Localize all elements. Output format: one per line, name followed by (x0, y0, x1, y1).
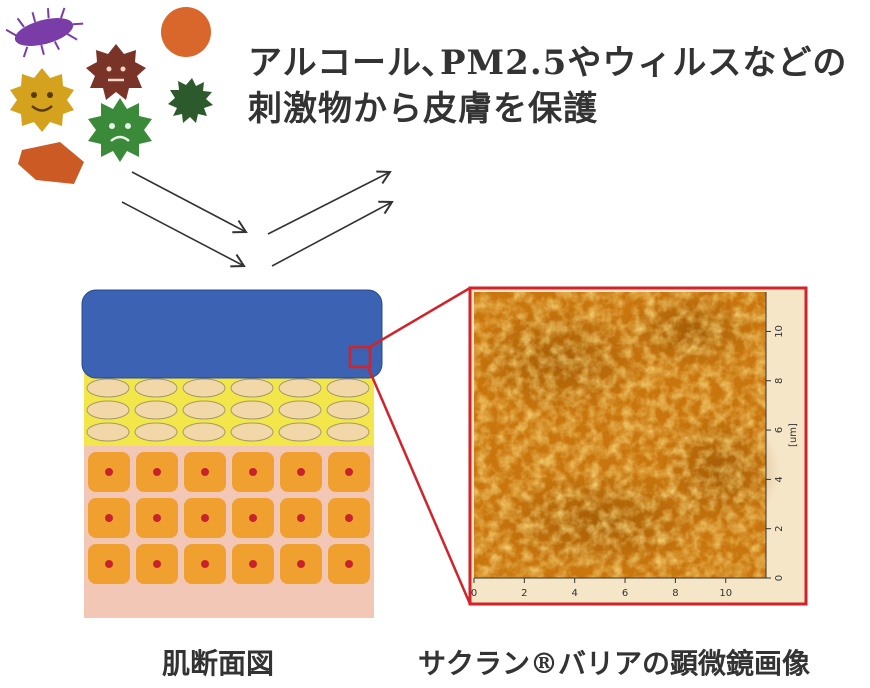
cell-nucleus (105, 468, 113, 476)
pink-base-layer (84, 446, 374, 618)
flat-cell (182, 400, 226, 420)
micrograph: 0 2 4 6 8 10 0 2 4 6 8 10 [um] (468, 286, 808, 606)
flat-cell (134, 400, 178, 420)
y-tick-label: 2 (774, 526, 785, 532)
heading: アルコール､PM2.5やウィルスなどの 刺激物から皮膚を保護 (248, 40, 848, 132)
orange-particle-icon (161, 7, 211, 57)
cell-nucleus (153, 468, 161, 476)
cell-nucleus (201, 560, 209, 568)
dark-green-particle-icon (168, 78, 213, 123)
brown-germ-icon (86, 44, 146, 100)
flat-cell (326, 400, 370, 420)
y-tick-label: 10 (774, 325, 785, 338)
sacran-barrier-layer (81, 289, 383, 379)
cell-nucleus (249, 468, 257, 476)
micrograph-frame (468, 286, 808, 606)
x-axis-ticks: 0 2 4 6 8 10 (471, 578, 732, 599)
zoom-line-top (367, 286, 471, 350)
orange-crystal-icon (18, 142, 84, 184)
incoming-arrow-2 (121, 201, 246, 268)
green-germ-icon (88, 98, 152, 162)
cell-nucleus (153, 514, 161, 522)
flat-cell (230, 400, 274, 420)
flat-cell (326, 422, 370, 442)
reflected-arrow-2 (271, 200, 394, 267)
flat-cell (278, 400, 322, 420)
x-tick-label: 0 (471, 588, 477, 599)
cell-nucleus (345, 560, 353, 568)
x-tick-label: 6 (622, 588, 628, 599)
cell-nucleus (297, 560, 305, 568)
zoom-highlight-box (348, 345, 372, 369)
yellow-layer (84, 372, 374, 446)
cell-nucleus (297, 514, 305, 522)
flat-cell (134, 378, 178, 398)
cell-nucleus (345, 514, 353, 522)
flat-cell (278, 378, 322, 398)
yellow-virus-icon (10, 68, 74, 132)
flat-cell (86, 400, 130, 420)
flat-cells (86, 378, 370, 442)
skin-cross-section (81, 289, 383, 618)
flat-cell (86, 422, 130, 442)
reflected-arrow-1 (267, 170, 392, 235)
flat-cell (230, 422, 274, 442)
flat-cell (326, 378, 370, 398)
zoom-line-bottom (366, 366, 472, 605)
cell-nucleus (201, 514, 209, 522)
cell-nucleus (345, 468, 353, 476)
cell-nucleus (201, 468, 209, 476)
x-tick-label: 2 (521, 588, 527, 599)
y-axis-unit: [um] (788, 423, 799, 447)
heading-line-1: アルコール､PM2.5やウィルスなどの (248, 43, 848, 83)
skin-cross-section-caption: 肌断面図 (162, 647, 275, 680)
cell-nucleus (297, 468, 305, 476)
x-tick-label: 4 (572, 588, 578, 599)
incoming-arrow-1 (131, 171, 248, 234)
flat-cell (134, 422, 178, 442)
cell-nucleus (105, 560, 113, 568)
y-tick-label: 0 (774, 575, 785, 581)
flat-cell (86, 378, 130, 398)
flat-cell (182, 378, 226, 398)
micrograph-caption: サクラン®バリアの顕微鏡画像 (418, 647, 811, 680)
y-tick-label: 8 (774, 378, 785, 384)
cell-nucleus (105, 514, 113, 522)
x-tick-label: 8 (672, 588, 678, 599)
round-cells (88, 452, 370, 584)
purple-microbe-icon (5, 7, 84, 58)
y-tick-label: 6 (774, 427, 785, 433)
x-tick-label: 10 (719, 588, 732, 599)
irritant-arrows (121, 170, 394, 268)
y-axis-ticks: 0 2 4 6 8 10 (766, 325, 785, 581)
flat-cell (182, 422, 226, 442)
cell-nucleus (249, 514, 257, 522)
heading-line-2: 刺激物から皮膚を保護 (248, 89, 598, 129)
y-tick-label: 4 (774, 476, 785, 482)
irritants (5, 7, 213, 184)
flat-cell (230, 378, 274, 398)
cell-nucleus (153, 560, 161, 568)
cell-nucleus (249, 560, 257, 568)
flat-cell (278, 422, 322, 442)
